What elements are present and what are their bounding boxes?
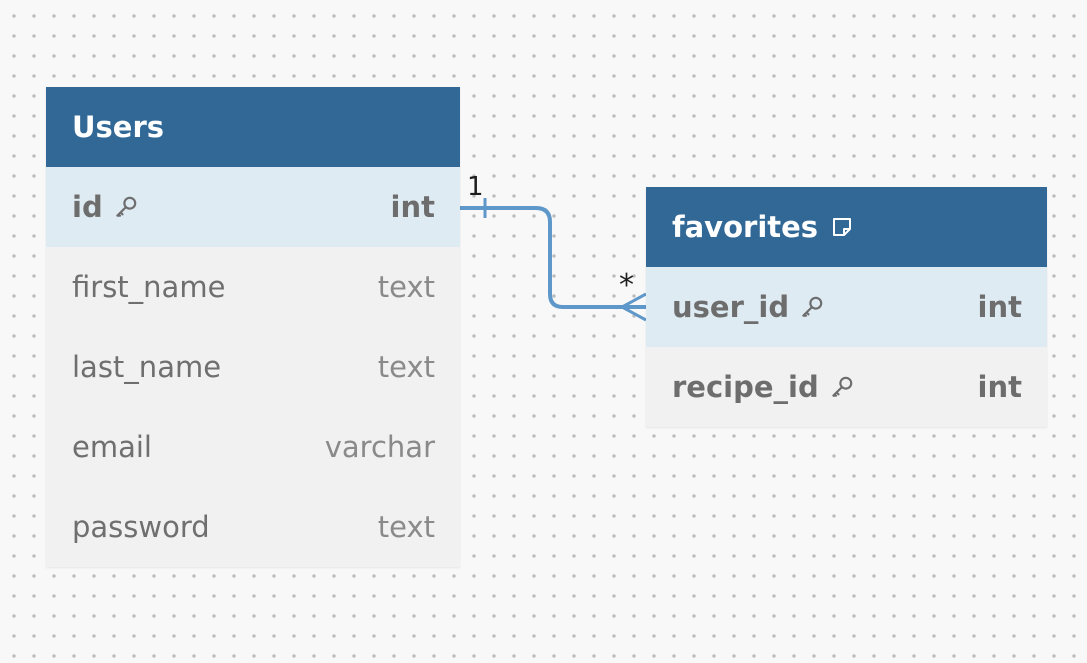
key-icon (799, 294, 825, 320)
key-icon (829, 374, 855, 400)
field-type: int (390, 190, 435, 224)
table-favorites[interactable]: favorites user_id int recipe_id (646, 187, 1047, 427)
field-row-first-name[interactable]: first_name text (46, 247, 460, 327)
field-name: first_name (72, 270, 226, 304)
from-cardinality-label: 1 (467, 172, 484, 202)
table-favorites-header[interactable]: favorites (646, 187, 1047, 267)
field-name: password (72, 510, 210, 544)
field-type: int (977, 370, 1022, 404)
field-type: text (377, 510, 435, 544)
table-users-header[interactable]: Users (46, 87, 460, 167)
field-name: last_name (72, 350, 222, 384)
table-users-title: Users (72, 110, 165, 144)
field-name: email (72, 430, 152, 464)
to-cardinality-label: * (619, 268, 634, 303)
field-row-last-name[interactable]: last_name text (46, 327, 460, 407)
field-row-id[interactable]: id int (46, 167, 460, 247)
key-icon (113, 194, 139, 220)
field-row-password[interactable]: password text (46, 487, 460, 567)
field-row-user-id[interactable]: user_id int (646, 267, 1047, 347)
field-type: int (977, 290, 1022, 324)
field-name: id (72, 190, 103, 224)
field-type: text (377, 270, 435, 304)
field-type: varchar (324, 430, 435, 464)
field-row-recipe-id[interactable]: recipe_id int (646, 347, 1047, 427)
table-favorites-title: favorites (672, 210, 819, 244)
field-name: user_id (672, 290, 790, 324)
field-name: recipe_id (672, 370, 819, 404)
field-row-email[interactable]: email varchar (46, 407, 460, 487)
field-type: text (377, 350, 435, 384)
table-users[interactable]: Users id int first_name text last_name t… (46, 87, 460, 567)
note-icon[interactable] (830, 215, 854, 239)
